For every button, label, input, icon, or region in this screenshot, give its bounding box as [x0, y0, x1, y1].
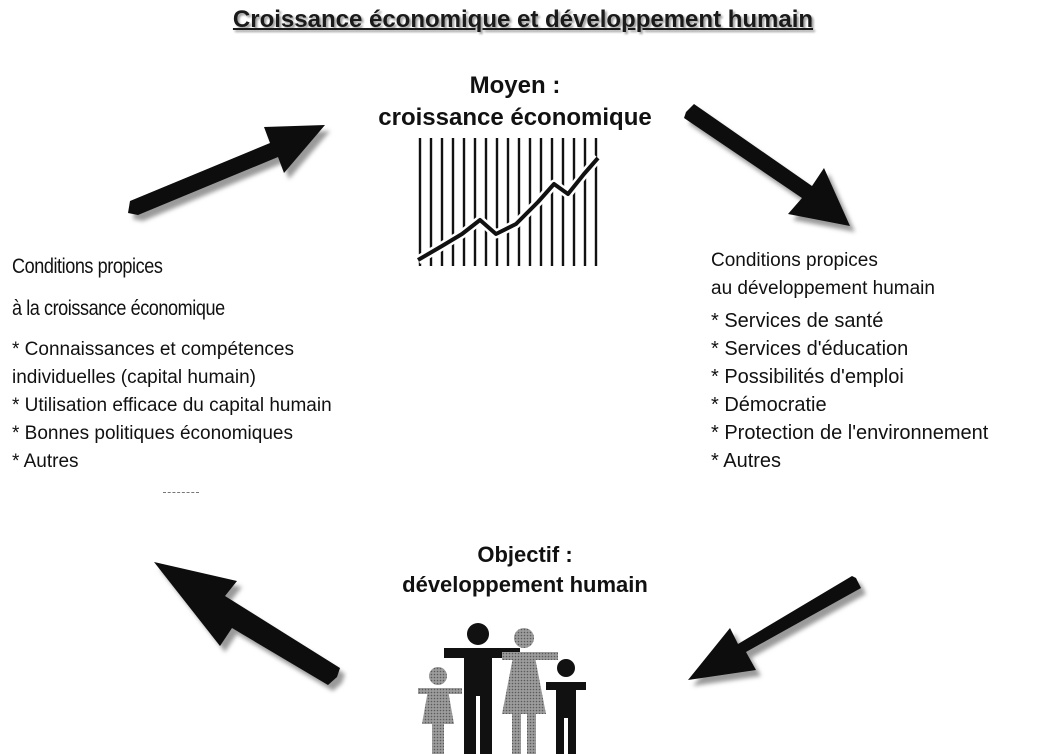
list-item: * Bonnes politiques économiques	[12, 423, 293, 444]
goal-node-title: Objectif : développement humain	[330, 540, 720, 600]
arrow-up-right-icon	[128, 125, 330, 221]
means-label: Moyen :	[469, 72, 561, 99]
growth-conditions-heading-2: à la croissance économique	[12, 297, 225, 320]
divider	[163, 492, 199, 493]
list-item: individuelles (capital humain)	[12, 367, 256, 388]
hd-conditions-heading-1: Conditions propices	[711, 250, 878, 271]
list-item: * Autres	[12, 451, 79, 472]
means-value: croissance économique	[378, 104, 652, 131]
family-icon	[418, 623, 586, 754]
child-left-figure	[418, 667, 462, 754]
hd-conditions: Conditions propices au développement hum…	[711, 247, 1046, 475]
list-item: * Utilisation efficace du capital humain	[12, 395, 332, 416]
diagram-title: Croissance économique et développement h…	[232, 6, 814, 33]
arrow-down-right-icon	[684, 104, 855, 232]
arrow-up-left-icon	[154, 562, 345, 691]
list-item: * Connaissances et compétences	[12, 339, 294, 360]
list-item: * Protection de l'environnement	[711, 422, 989, 444]
goal-value: développement humain	[402, 572, 648, 597]
hd-conditions-list: * Services de santé * Services d'éducati…	[711, 307, 1046, 475]
list-item: * Services d'éducation	[711, 338, 909, 360]
father-figure	[444, 623, 520, 754]
list-item: * Possibilités d'emploi	[711, 366, 904, 388]
arrow-down-left-icon	[688, 576, 866, 686]
growth-conditions-list: * Connaissances et compétences individue…	[12, 336, 432, 476]
growth-conditions: Conditions propices à la croissance écon…	[12, 246, 432, 476]
list-item: * Autres	[711, 450, 782, 472]
mother-figure	[502, 628, 558, 754]
goal-label: Objectif :	[477, 542, 573, 567]
list-item: * Démocratie	[711, 394, 827, 416]
rising-line-chart-icon	[416, 138, 602, 266]
hd-conditions-heading-2: au développement humain	[711, 278, 935, 299]
means-node-title: Moyen : croissance économique	[320, 70, 710, 134]
growth-conditions-heading-1: Conditions propices	[12, 255, 163, 278]
list-item: * Services de santé	[711, 310, 884, 332]
child-right-figure	[546, 659, 586, 754]
